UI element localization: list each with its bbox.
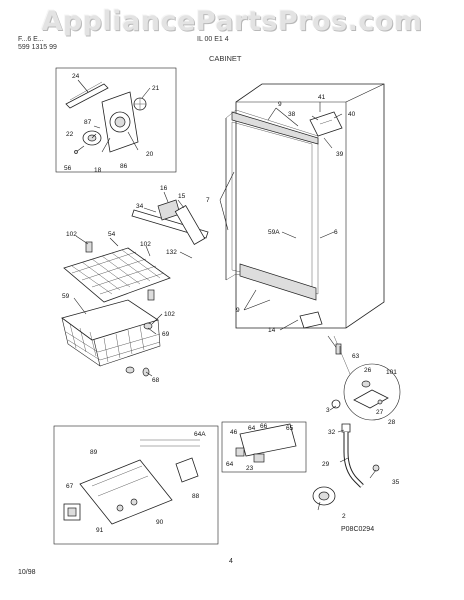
callout-26: 26	[364, 367, 372, 374]
callout-24: 24	[72, 73, 80, 80]
wire-shelf	[63, 241, 171, 303]
callout-18: 18	[94, 167, 102, 174]
callout-68: 68	[152, 377, 160, 384]
callout-6: 6	[334, 229, 338, 236]
callout-40: 40	[348, 111, 356, 118]
callout-64a: 64A	[194, 431, 206, 438]
callout-88: 88	[192, 493, 200, 500]
footer-date: 10/98	[18, 569, 36, 576]
control-panel-inset	[53, 425, 219, 545]
cabinet-body	[225, 83, 385, 329]
header-left-line1: F...6 E...	[18, 36, 44, 43]
callout-63: 63	[352, 353, 360, 360]
lamp-assembly-parts	[65, 81, 147, 154]
figure-code: P08C0294	[341, 526, 375, 533]
callout-64-top: 64	[248, 425, 256, 432]
callout-21: 21	[152, 85, 160, 92]
callout-39: 39	[336, 151, 344, 158]
callout-27: 27	[376, 409, 384, 416]
callout-54: 54	[108, 231, 116, 238]
hinge-detail-parts	[353, 380, 389, 409]
callout-87: 87	[84, 119, 92, 126]
callout-20: 20	[146, 151, 154, 158]
callout-22: 22	[66, 131, 74, 138]
switch-parts	[235, 423, 297, 463]
control-panel-parts	[63, 439, 200, 525]
callout-101: 101	[386, 369, 397, 376]
callout-64-bottom: 64	[226, 461, 234, 468]
header-left-line2: 599 1315 99	[18, 44, 57, 51]
callout-59: 59	[62, 293, 70, 300]
callout-86: 86	[120, 163, 128, 170]
leader-lines	[73, 79, 377, 511]
callout-29: 29	[322, 461, 330, 468]
callout-102-a: 102	[66, 231, 77, 238]
callout-102-c: 102	[164, 311, 175, 318]
callout-46: 46	[230, 429, 238, 436]
page-number: 4	[229, 558, 233, 565]
callout-67: 67	[66, 483, 74, 490]
callout-labels: 24 21 87 22 20 56 18 86 9 41 38 40 39 7 …	[62, 73, 400, 534]
callout-7: 7	[206, 197, 210, 204]
callout-41: 41	[318, 94, 326, 101]
callout-90: 90	[156, 519, 164, 526]
callout-35: 35	[392, 479, 400, 486]
callout-66: 66	[260, 423, 268, 430]
callout-16: 16	[160, 185, 168, 192]
switch-inset	[221, 421, 307, 473]
wire-basket	[61, 299, 161, 377]
lamp-assembly-inset	[55, 67, 177, 173]
callout-69: 69	[162, 331, 170, 338]
callout-91: 91	[96, 527, 104, 534]
callout-14: 14	[268, 327, 276, 334]
callout-38: 38	[288, 111, 296, 118]
callout-9-top: 9	[278, 101, 282, 108]
upper-shelf-support	[131, 199, 209, 246]
watermark: AppliancePartsPros.com	[41, 6, 423, 37]
hinge-detail-inset	[343, 363, 401, 421]
callout-132: 132	[166, 249, 177, 256]
callout-34: 34	[136, 203, 144, 210]
callout-59a: 59A	[268, 229, 280, 236]
callout-102-b: 102	[140, 241, 151, 248]
drain-hose-parts	[312, 335, 380, 506]
callout-2: 2	[342, 513, 346, 520]
callout-3: 3	[326, 407, 330, 414]
callout-28: 28	[388, 419, 396, 426]
callout-9-bottom: 9	[236, 307, 240, 314]
callout-15: 15	[178, 193, 186, 200]
callout-23: 23	[246, 465, 254, 472]
callout-65: 65	[286, 425, 294, 432]
section-title: CABINET	[209, 54, 242, 63]
header-model: IL 00 E1 4	[197, 36, 229, 43]
callout-32: 32	[328, 429, 336, 436]
callout-89: 89	[90, 449, 98, 456]
callout-56: 56	[64, 165, 72, 172]
